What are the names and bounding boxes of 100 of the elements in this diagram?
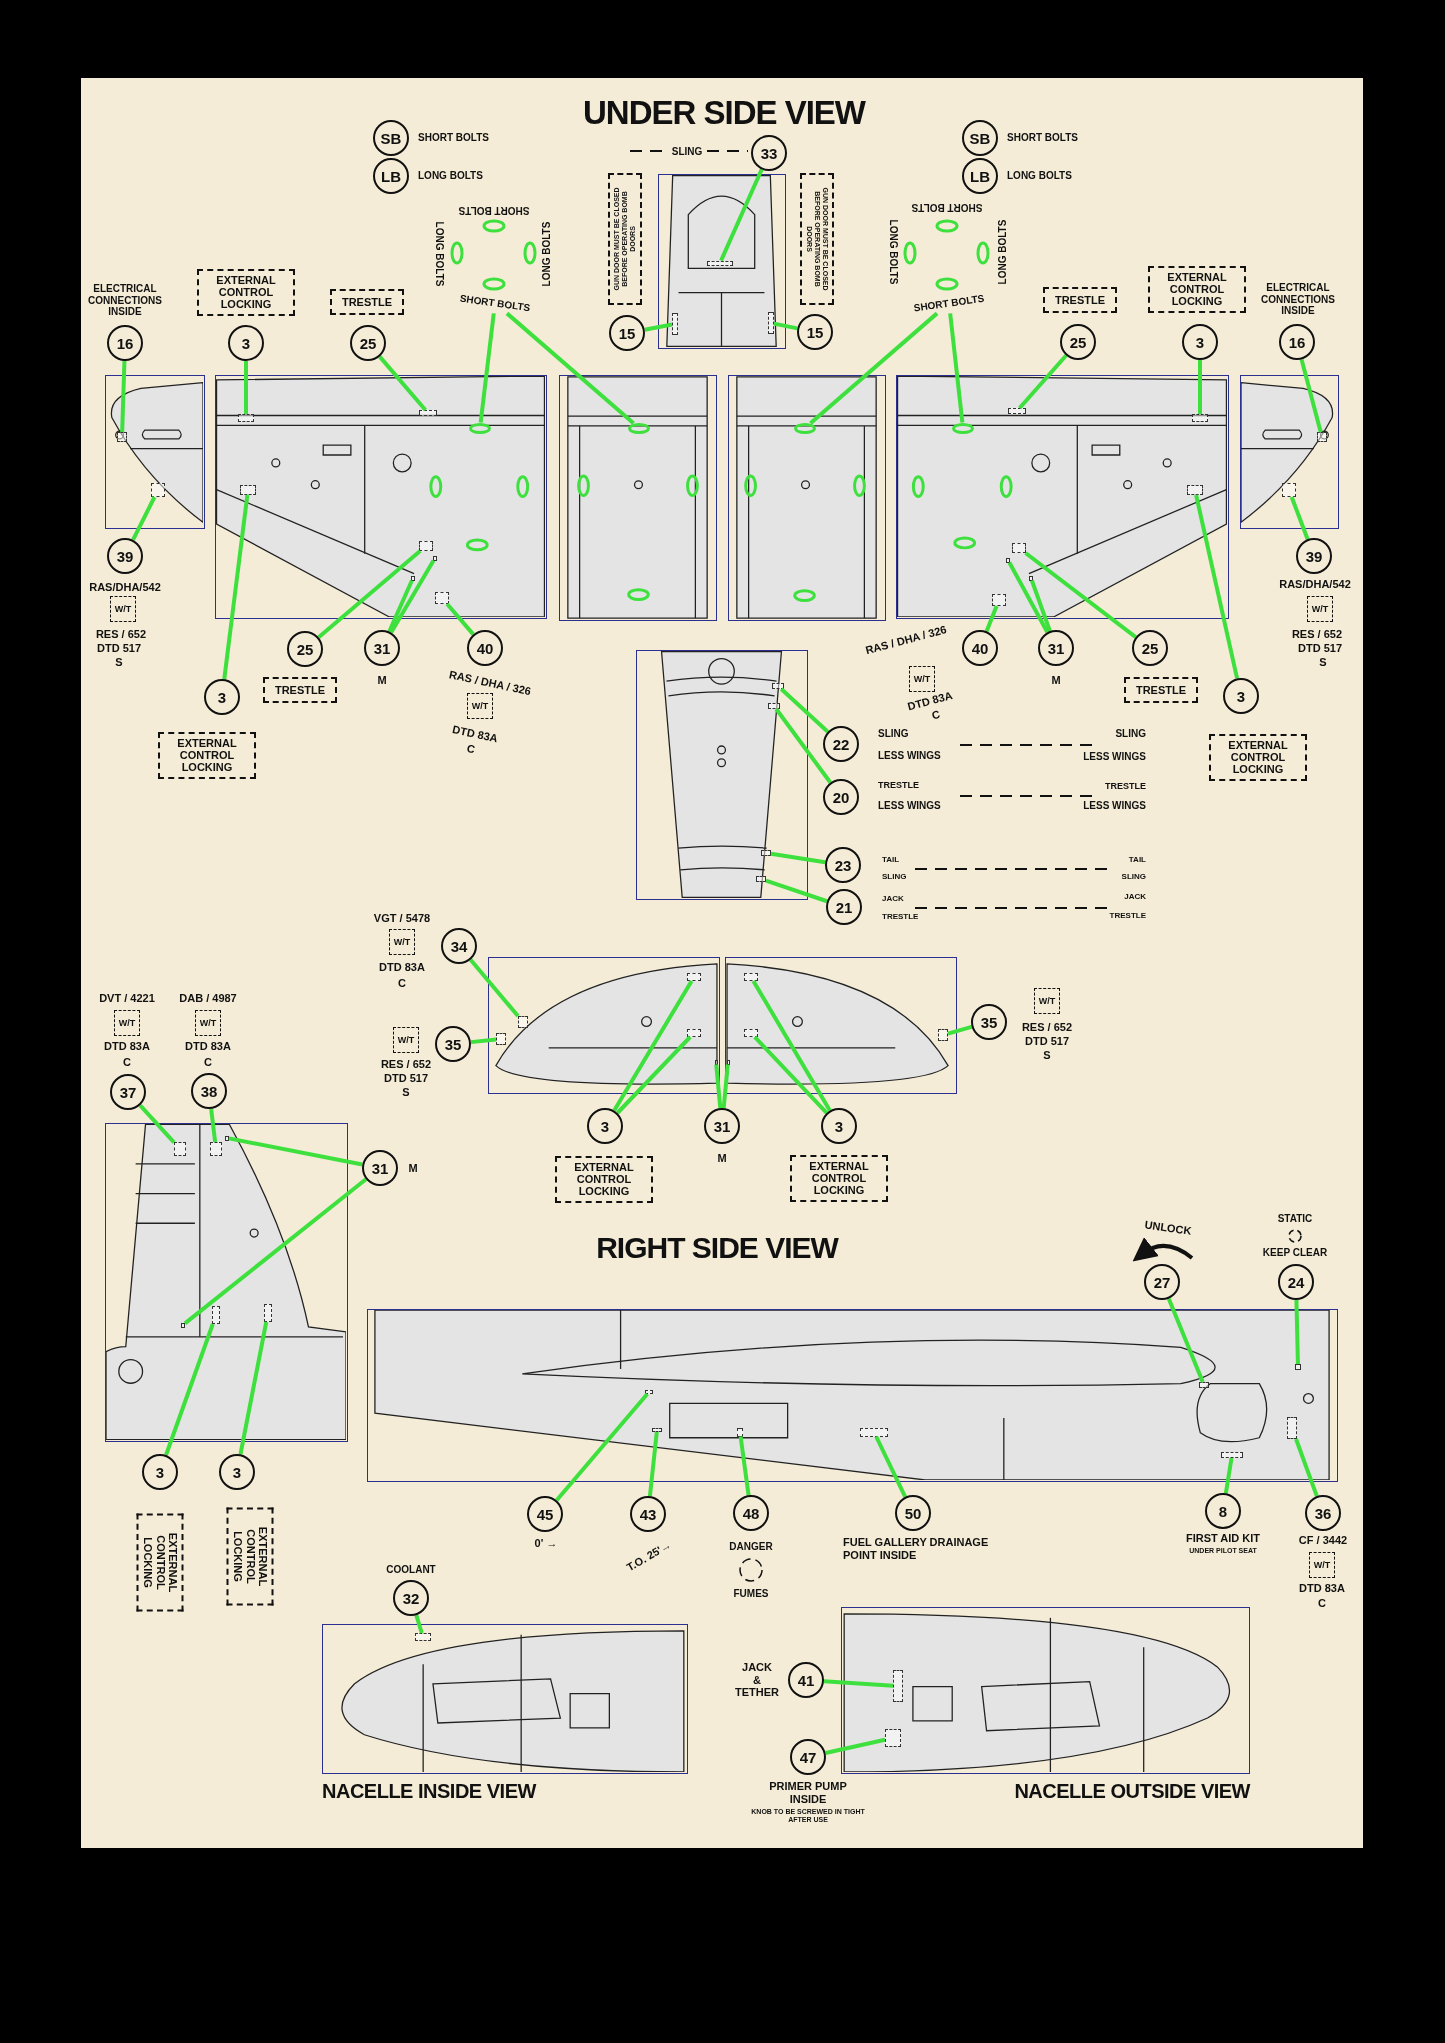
stencil-text: SHORT BOLTS — [1007, 132, 1078, 144]
decal-mark — [744, 973, 758, 981]
leader-line — [774, 707, 832, 784]
leader-line — [1024, 551, 1137, 639]
leader-line — [738, 1436, 751, 1496]
bolt-label: SHORT BOLTS — [459, 292, 531, 314]
stencil-text: RES / 652 — [1021, 1020, 1073, 1034]
decal-mark — [411, 575, 415, 581]
stencil-text: SLING — [671, 145, 703, 157]
dashed-placard: EXTERNAL CONTROL LOCKING — [226, 1507, 274, 1605]
leader-line — [984, 605, 999, 632]
decal-mark — [496, 1033, 506, 1045]
decal-mark — [264, 1304, 272, 1322]
leader-line — [222, 494, 250, 680]
stencil-text: M — [377, 673, 387, 687]
decal-mark — [687, 973, 701, 981]
stencil-text: CF / 3442 — [1298, 1533, 1348, 1547]
stencil-text: DVT / 4221 — [99, 991, 155, 1005]
stencil-text: C — [1318, 1596, 1326, 1610]
decal-mark — [174, 1142, 186, 1156]
leader-line — [773, 321, 798, 331]
bolt-marker — [794, 422, 816, 434]
stencil-text: M — [408, 1161, 418, 1175]
stencil-text: C — [398, 976, 406, 990]
stencil-text: DTD 517 — [97, 641, 141, 655]
leader-line — [644, 322, 673, 332]
stencil-text: JACK — [1124, 892, 1146, 902]
dashed-placard: TRESTLE — [330, 289, 404, 315]
decal-mark — [737, 1427, 743, 1437]
leader-line — [616, 1035, 692, 1115]
view-heading: NACELLE OUTSIDE VIEW — [1014, 1780, 1250, 1803]
leader-line — [555, 1392, 649, 1502]
leader-line — [120, 360, 127, 433]
leader-line — [1194, 494, 1240, 679]
leader-line — [317, 549, 422, 639]
stencil-text: VGT / 5478 — [373, 911, 431, 925]
decal-mark — [726, 1059, 730, 1065]
stencil-text: DTD 83A — [104, 1039, 150, 1053]
decal-mark — [1029, 575, 1033, 581]
decal-mark — [756, 876, 766, 882]
decal-mark — [645, 1390, 653, 1394]
decal-mark — [1317, 432, 1327, 442]
stencil-text: ELECTRICAL CONNECTIONS INSIDE — [1260, 281, 1336, 317]
decal-mark — [1282, 483, 1296, 497]
decal-mark — [238, 414, 254, 422]
leader-line — [947, 1024, 973, 1036]
dashed-placard: TRESTLE — [263, 677, 337, 703]
stencil-text: SLING — [878, 728, 909, 740]
stencil-text: T.O. 25'→ — [624, 1538, 674, 1574]
stencil-text: S — [115, 655, 123, 669]
leader-line — [164, 1323, 215, 1456]
leader-line — [378, 355, 427, 412]
leader-line — [1018, 354, 1068, 410]
leader-line — [1198, 360, 1202, 414]
leader-line — [183, 1177, 368, 1325]
stamp-placard: W/T — [389, 929, 415, 955]
leader-line — [948, 313, 965, 423]
stencil-text: FIRST AID KIT — [1185, 1531, 1261, 1545]
leader-line — [1223, 1457, 1234, 1494]
stencil-text: C — [930, 707, 942, 723]
stencil-text: TAIL — [882, 855, 900, 865]
stencil-text: RAS / DHA / 326 — [864, 623, 948, 657]
stamp-placard: W/T — [195, 1010, 221, 1036]
leader-line — [719, 168, 764, 262]
decal-mark — [415, 1633, 431, 1641]
leader-line — [1007, 561, 1050, 634]
decal-mark — [772, 683, 784, 689]
stencil-text: TRESTLE — [878, 779, 919, 791]
stencil-text: TRESTLE — [1109, 911, 1146, 921]
bolt-label: LONG BOLTS — [996, 219, 1008, 285]
decal-mark — [768, 312, 774, 334]
stencil-text: SLING — [1115, 728, 1146, 740]
decal-mark — [210, 1142, 222, 1156]
stencil-text: LESS WINGS — [878, 800, 941, 812]
leader-line — [478, 313, 496, 423]
decal-mark — [419, 541, 433, 551]
decal-mark — [744, 1029, 758, 1037]
leader-line — [389, 559, 436, 634]
stencil-text: SLING — [882, 872, 907, 882]
decal-mark — [860, 1427, 888, 1437]
stamp-placard: W/T — [1309, 1552, 1335, 1578]
dashed-placard: EXTERNAL CONTROL LOCKING — [197, 268, 295, 316]
stencil-text: DTD 517 — [1025, 1034, 1069, 1048]
stencil-text: DTD 517 — [384, 1071, 428, 1085]
stencil-text: LESS WINGS — [1083, 800, 1146, 812]
stencil-text: DTD 83A — [379, 960, 425, 974]
stencil-text: M — [1051, 673, 1061, 687]
decal-mark — [992, 594, 1006, 606]
stencil-text: KEEP CLEAR — [1262, 1247, 1328, 1259]
stencil-text: LONG BOLTS — [1007, 170, 1072, 182]
bolt-label: LONG BOLTS — [887, 219, 899, 285]
stencil-text: COOLANT — [386, 1564, 436, 1576]
stamp-placard: W/T — [1034, 988, 1060, 1014]
bolt-label: SHORT BOLTS — [911, 201, 983, 213]
decal-mark — [672, 313, 678, 335]
stencil-text: LESS WINGS — [878, 750, 941, 762]
dashed-placard: EXTERNAL CONTROL LOCKING — [790, 1154, 888, 1202]
stencil-text: TRESTLE — [1105, 780, 1146, 792]
leader-line — [445, 602, 475, 636]
decal-mark — [1192, 414, 1208, 422]
